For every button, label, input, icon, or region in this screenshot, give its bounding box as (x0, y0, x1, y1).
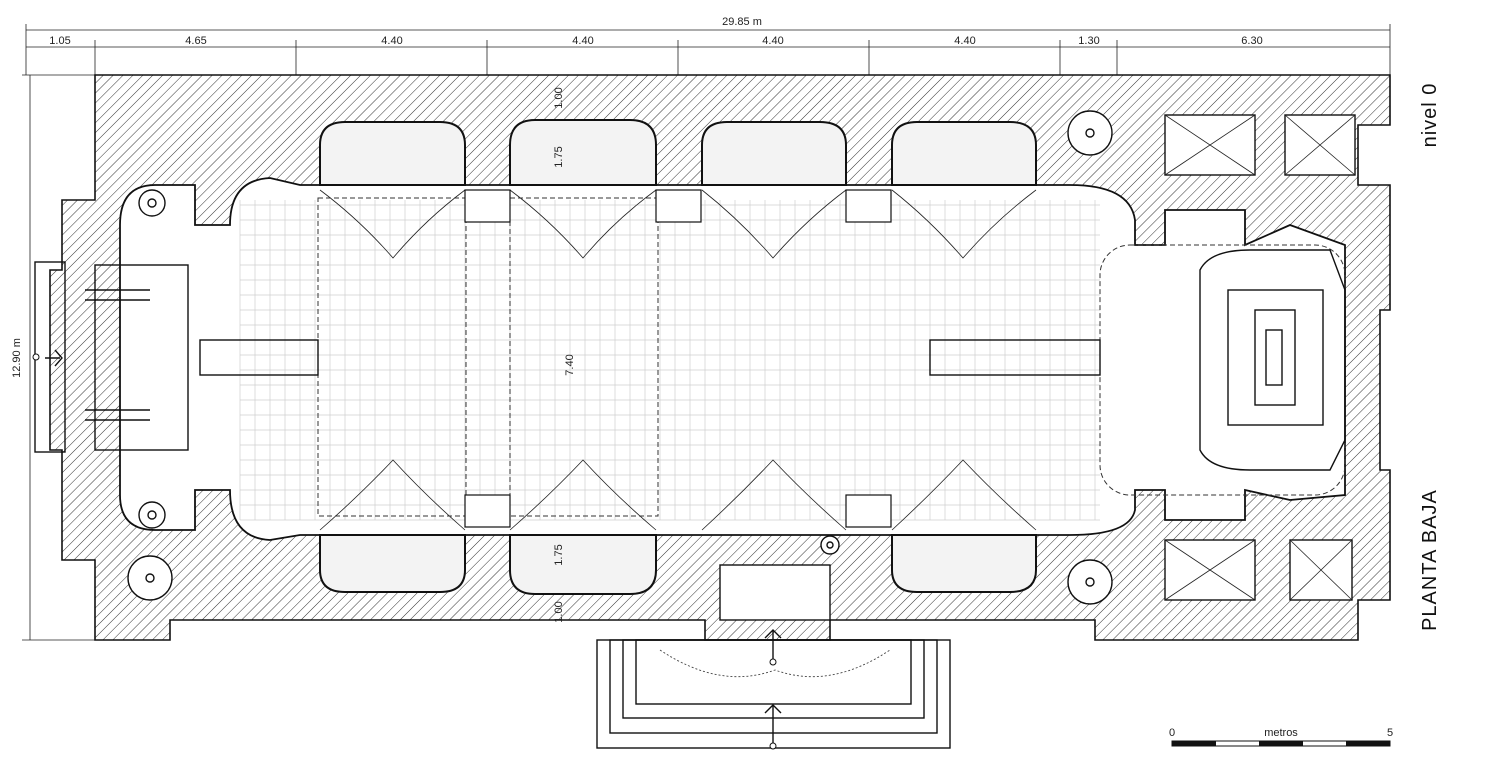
entry-node-west (32, 353, 40, 361)
floor-name-label: PLANTA BAJA (1419, 489, 1441, 631)
entry-node-steps (769, 742, 777, 750)
chapel-depth-bottom-label: 1.75 (553, 544, 565, 565)
nave-floor (119, 177, 1346, 541)
segment-label-2: 4.65 (185, 35, 206, 47)
south-chapels (319, 534, 1037, 595)
segment-label-7: 1.30 (1078, 35, 1099, 47)
nave-width-label: 7.40 (564, 354, 576, 375)
chapel-depth-top-label: 1.75 (553, 146, 565, 167)
presbytery (929, 249, 1346, 471)
vault-ribs (319, 189, 1037, 531)
total-depth-label: 12.90 m (11, 338, 23, 378)
entry-node-south (769, 658, 777, 666)
wall-bottom-label: 1.00 (553, 601, 565, 622)
tower-rooms (1164, 114, 1356, 601)
scale-bar-unit: metros (1264, 727, 1298, 739)
north-chapels (319, 119, 1037, 186)
dimension-lines (22, 24, 1391, 641)
scale-bar-end: 5 (1387, 727, 1393, 739)
segment-label-5: 4.40 (762, 35, 783, 47)
segment-label-3: 4.40 (381, 35, 402, 47)
wall-top-label: 1.00 (553, 87, 565, 108)
segment-label-8: 6.30 (1241, 35, 1262, 47)
segment-label-4: 4.40 (572, 35, 593, 47)
total-width-label: 29.85 m (722, 16, 762, 28)
scale-bar-start: 0 (1169, 727, 1175, 739)
level-label: nivel 0 (1419, 83, 1441, 148)
segment-label-6: 4.40 (954, 35, 975, 47)
spiral-stairs (127, 110, 1113, 605)
segment-label-1: 1.05 (49, 35, 70, 47)
pilasters (464, 189, 892, 528)
scale-bar (1171, 740, 1391, 747)
